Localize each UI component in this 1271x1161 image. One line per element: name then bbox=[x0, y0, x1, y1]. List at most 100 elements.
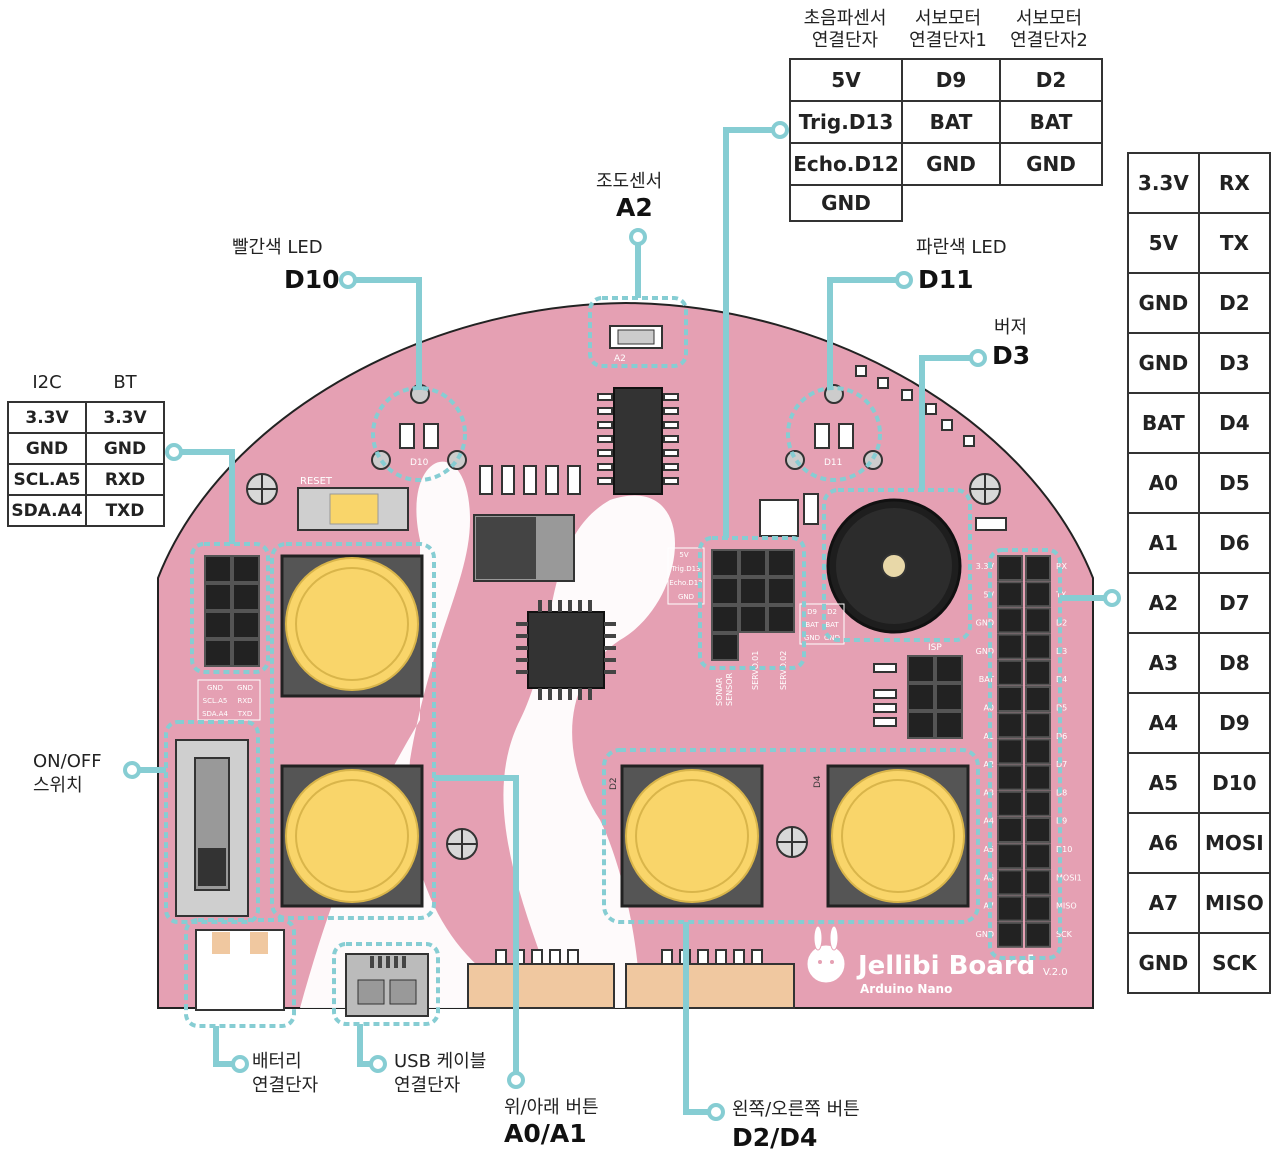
power-switch-line1: ON/OFF bbox=[33, 752, 102, 773]
red-led-pin: D10 bbox=[284, 266, 340, 295]
pin-cell: D8 bbox=[1199, 633, 1270, 693]
pin-cell: A7 bbox=[1128, 873, 1199, 933]
pin-cell: TX bbox=[1199, 213, 1270, 273]
header-pin bbox=[1026, 608, 1050, 632]
light-sensor-pin: A2 bbox=[616, 194, 653, 223]
header-pin bbox=[1026, 713, 1050, 737]
header-pin bbox=[1026, 766, 1050, 790]
usb-connector bbox=[346, 954, 428, 1016]
pin-cell: A6 bbox=[1128, 813, 1199, 873]
header-pin bbox=[998, 713, 1022, 737]
bt-title: BT bbox=[86, 372, 164, 394]
pin-cell: D3 bbox=[1199, 333, 1270, 393]
header-pin bbox=[998, 739, 1022, 763]
svg-text:D4: D4 bbox=[813, 775, 823, 788]
pin-cell: MOSI bbox=[1199, 813, 1270, 873]
header-pin bbox=[998, 792, 1022, 816]
usb-line1: USB 케이블 bbox=[394, 1052, 486, 1073]
pin-cell: BAT bbox=[902, 101, 1000, 143]
header-pin bbox=[1026, 818, 1050, 842]
svg-text:SCL.A5: SCL.A5 bbox=[203, 697, 228, 705]
pin-cell: D2 bbox=[1199, 273, 1270, 333]
pin-cell: 3.3V bbox=[1128, 153, 1199, 213]
blue-led-name: 파란색 LED bbox=[916, 238, 1007, 259]
svg-text:V.2.0: V.2.0 bbox=[1043, 967, 1068, 978]
header-pin bbox=[998, 818, 1022, 842]
pin-cell: RX bbox=[1199, 153, 1270, 213]
svg-text:Arduino Nano: Arduino Nano bbox=[860, 982, 952, 996]
header-pin bbox=[998, 556, 1022, 580]
isp-label: ISP bbox=[928, 643, 942, 653]
pin-cell: A4 bbox=[1128, 693, 1199, 753]
header-pin bbox=[998, 844, 1022, 868]
button-right: D4 bbox=[813, 766, 968, 906]
pin-cell: SCL.A5 bbox=[8, 464, 86, 495]
svg-text:GND: GND bbox=[804, 634, 820, 642]
pin-cell: A0 bbox=[1128, 453, 1199, 513]
header-pin bbox=[998, 582, 1022, 606]
power-switch bbox=[176, 740, 248, 916]
pin-cell: SCK bbox=[1199, 933, 1270, 993]
pin-cell: D4 bbox=[1199, 393, 1270, 453]
pin-cell: D6 bbox=[1199, 513, 1270, 573]
svg-text:GND: GND bbox=[237, 684, 253, 692]
pin-cell: Trig.D13 bbox=[790, 101, 902, 143]
pin-cell: GND bbox=[902, 143, 1000, 185]
battery-line2: 연결단자 bbox=[252, 1076, 318, 1097]
svg-text:D2: D2 bbox=[827, 608, 837, 616]
sonar-title: 초음파센서연결단자 bbox=[790, 8, 900, 51]
svg-text:BAT: BAT bbox=[825, 621, 839, 629]
pin-cell: TXD bbox=[86, 495, 164, 526]
svg-text:RXD: RXD bbox=[237, 697, 252, 705]
light-sensor-name: 조도센서 bbox=[596, 172, 662, 193]
pin-cell: D5 bbox=[1199, 453, 1270, 513]
button-down bbox=[282, 766, 422, 906]
pin-cell: 5V bbox=[1128, 213, 1199, 273]
header-pin bbox=[1026, 844, 1050, 868]
usb-line2: 연결단자 bbox=[394, 1076, 460, 1097]
svg-text:TXD: TXD bbox=[237, 710, 252, 718]
pin-cell: D7 bbox=[1199, 573, 1270, 633]
svg-text:D11: D11 bbox=[824, 458, 842, 468]
power-switch-line2: 스위치 bbox=[33, 776, 83, 797]
pin-cell: A2 bbox=[1128, 573, 1199, 633]
svg-text:D9: D9 bbox=[807, 608, 817, 616]
header-pin bbox=[1026, 897, 1050, 921]
svg-text:GND: GND bbox=[678, 593, 694, 601]
pin-cell: 3.3V bbox=[86, 402, 164, 433]
pin-cell: BAT bbox=[1128, 393, 1199, 453]
buzzer bbox=[828, 500, 960, 632]
header-pin bbox=[1026, 582, 1050, 606]
header-pin bbox=[1026, 635, 1050, 659]
header-pin bbox=[1026, 923, 1050, 947]
svg-text:SERVO.02: SERVO.02 bbox=[779, 651, 788, 690]
pin-cell: RXD bbox=[86, 464, 164, 495]
svg-text:RESET: RESET bbox=[300, 476, 333, 487]
svg-text:Trig.D13: Trig.D13 bbox=[670, 565, 700, 573]
blue-led-pin: D11 bbox=[918, 266, 974, 295]
header-pin bbox=[1026, 687, 1050, 711]
header-pin bbox=[998, 635, 1022, 659]
updown-name: 위/아래 버튼 bbox=[504, 1098, 599, 1119]
header-pin-table: 3.3VRX5VTXGNDD2GNDD3BATD4A0D5A1D6A2D7A3D… bbox=[1127, 152, 1271, 994]
pin-cell: D9 bbox=[902, 59, 1000, 101]
header-pin bbox=[1026, 792, 1050, 816]
header-pin bbox=[1026, 870, 1050, 894]
header-pin bbox=[998, 870, 1022, 894]
button-up bbox=[282, 556, 422, 696]
header-pin bbox=[1026, 556, 1050, 580]
pin-cell: GND bbox=[790, 185, 902, 221]
svg-text:A2: A2 bbox=[614, 354, 626, 364]
leftright-pin: D2/D4 bbox=[732, 1124, 817, 1153]
header-pin bbox=[998, 766, 1022, 790]
svg-text:SONAR: SONAR bbox=[715, 677, 724, 706]
pin-cell: 5V bbox=[790, 59, 902, 101]
pin-cell: MISO bbox=[1199, 873, 1270, 933]
svg-text:D2: D2 bbox=[609, 777, 619, 790]
pin-cell: SDA.A4 bbox=[8, 495, 86, 526]
battery-connector bbox=[196, 930, 284, 1010]
updown-pin: A0/A1 bbox=[504, 1120, 587, 1149]
i2c-title: I2C bbox=[8, 372, 86, 394]
